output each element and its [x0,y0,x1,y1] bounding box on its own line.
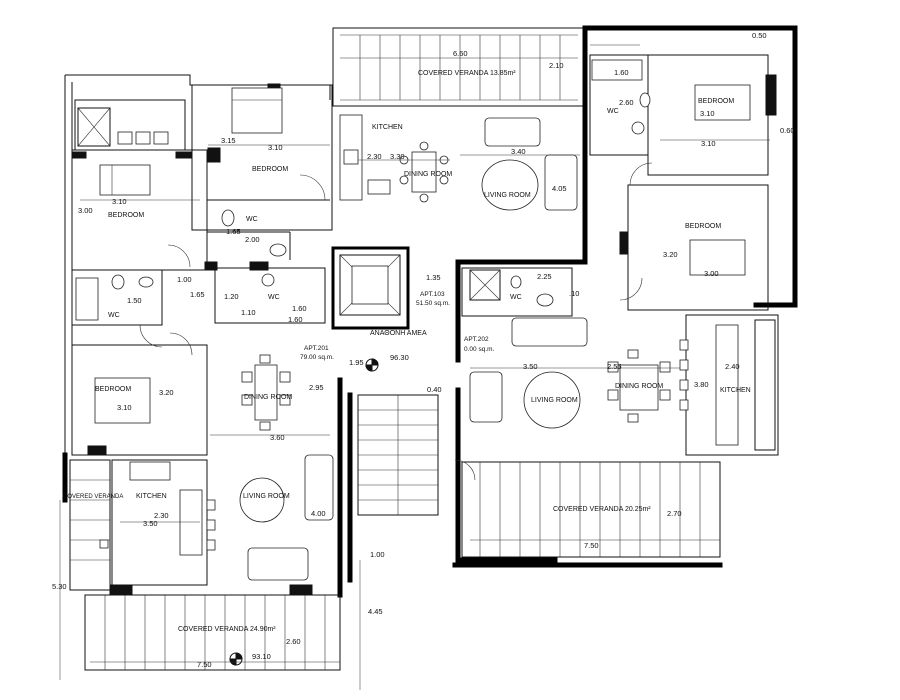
label-wc-r: WC [607,108,619,115]
furniture [94,84,751,581]
label-living-201: LIVING ROOM [243,493,290,500]
veranda-left-hatch [104,595,326,670]
dim-310e: 3.10 [117,403,132,412]
label-wc-l: WC [108,312,120,319]
stair-treads [358,409,438,501]
dim-360: 3.60 [270,433,285,442]
label-bedroom-r1: BEDROOM [698,98,734,105]
dim-200: 2.00 [245,235,260,244]
dim-120: 1.20 [224,292,239,301]
dim-330: 3.30 [390,152,405,161]
dim-230a: 2.30 [367,152,382,161]
dim-010: .10 [569,289,579,298]
dim-310b: 3.10 [701,139,716,148]
dim-320b: 3.20 [159,388,174,397]
label-amea: ΑΝΑΘΟΝΗ ΑΜΕΑ [370,330,427,337]
veranda-right-hatch [479,462,701,557]
label-bedroom-r2: BEDROOM [685,223,721,230]
dim-295: 2.95 [309,383,324,392]
dim-530: 5.30 [52,582,67,591]
dim-9630: 96.30 [390,353,409,362]
apt201-label: APT.201 [304,345,329,352]
dim-300b: 3.00 [704,269,719,278]
dim-255: 2.55 [607,362,622,371]
label-living-202: LIVING ROOM [531,397,578,404]
apt103-label: APT.103 [420,291,445,298]
dim-160b: 1.60 [292,304,307,313]
apt202-area: 0.00 sq.m. [464,346,495,353]
dim-300a: 3.00 [78,206,93,215]
apt201-area: 79.00 sq.m. [300,354,334,361]
dim-230b: 2.30 [154,511,169,520]
dimension-lines [59,44,770,690]
dim-310a: 3.10 [700,109,715,118]
dim-405: 4.05 [552,184,567,193]
section-markers [229,358,379,666]
dim-110: 1.10 [241,308,256,317]
dim-040: 0.40 [427,385,442,394]
dim-750a: 7.50 [584,541,599,550]
label-kitchen-top: KITCHEN [372,124,403,131]
label-dining-201: DINING ROOM [244,394,292,401]
label-bedroom-tl: BEDROOM [252,166,288,173]
veranda-top-hatch [359,35,561,100]
label-wc-mid: WC [268,294,280,301]
dim-350a: 3.50 [523,362,538,371]
dim-135: 1.35 [426,273,441,282]
dim-260b: 2.60 [286,637,301,646]
label-veranda-top: COVERED VERANDA 13.85m² [418,70,516,77]
dim-9310: 93.10 [252,652,271,661]
dim-320a: 3.20 [663,250,678,259]
label-dining-top: DINING ROOM [404,171,452,178]
walls [62,25,798,671]
dim-310c: 3.10 [268,143,283,152]
label-wc-202: WC [510,294,522,301]
dim-310d: 3.10 [112,197,127,206]
dim-165b: 1.65 [190,290,205,299]
dim-380: 3.80 [694,380,709,389]
dim-750b: 7.50 [197,660,212,669]
label-bedroom-left-lower: BEDROOM [95,386,131,393]
dim-315: 3.15 [221,136,236,145]
dimension-labels: 6.60 0.50 2.10 1.60 2.60 3.10 0.60 3.10 … [52,31,795,669]
label-veranda-201-side: COVERED VERANDA [63,494,123,500]
label-kitchen-202: KITCHEN [720,387,751,394]
dim-350b: 3.50 [143,519,158,528]
apt103-area: 51.50 sq.m. [416,300,450,307]
dim-445: 4.45 [368,607,383,616]
dim-160c: 1.60 [288,315,303,324]
dim-270: 2.70 [667,509,682,518]
dim-060: 0.60 [780,126,795,135]
label-dining-202: DINING ROOM [615,383,663,390]
dim-240: 2.40 [725,362,740,371]
apartment-tags: APT.103 51.50 sq.m. APT.201 79.00 sq.m. … [300,291,495,361]
dim-100b: 1.00 [370,550,385,559]
label-kitchen-201: KITCHEN [136,493,167,500]
label-wc-tl: WC [246,216,258,223]
dim-165a: 1.65 [226,227,241,236]
room-labels: COVERED VERANDA 13.85m² KITCHEN DINING R… [63,70,751,633]
dim-160a: 1.60 [614,68,629,77]
dim-050: 0.50 [752,31,767,40]
label-veranda-202: COVERED VERANDA 20.25m² [553,506,651,513]
label-bedroom-l: BEDROOM [108,212,144,219]
dim-340: 3.40 [511,147,526,156]
dim-195: 1.95 [349,358,364,367]
label-veranda-201: COVERED VERANDA 24.90m² [178,626,276,633]
apt202-label: APT.202 [464,336,489,343]
dim-100a: 1.00 [177,275,192,284]
label-living-top: LIVING ROOM [484,192,531,199]
dim-210: 2.10 [549,61,564,70]
dim-260: 2.60 [619,98,634,107]
dim-400: 4.00 [311,509,326,518]
dim-150: 1.50 [127,296,142,305]
dim-660: 6.60 [453,49,468,58]
dim-225: 2.25 [537,272,552,281]
